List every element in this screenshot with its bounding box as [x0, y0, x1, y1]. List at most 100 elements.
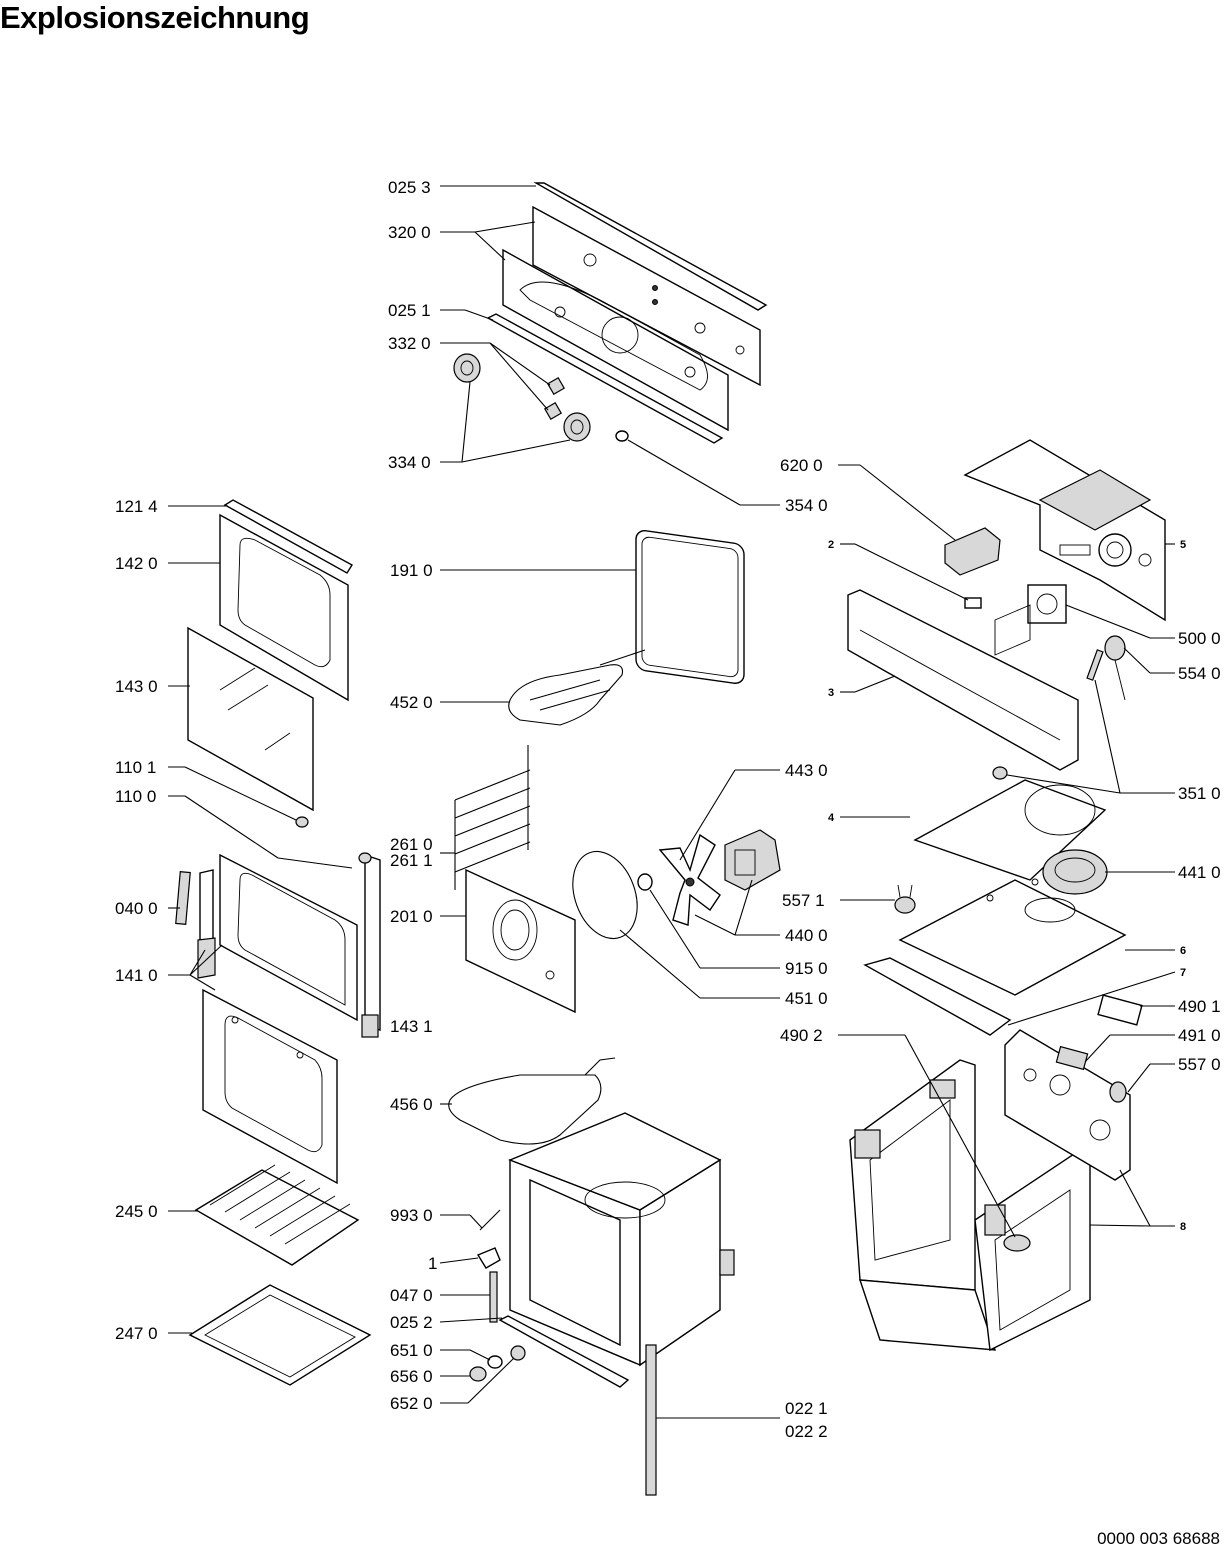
part-pin	[1086, 649, 1104, 681]
part-fan-nut	[637, 873, 653, 891]
label-0221: 022 1	[785, 1399, 828, 1418]
label-2470: 247 0	[115, 1324, 158, 1343]
part-hinge-pin	[489, 1271, 498, 1323]
part-side-rail	[645, 1344, 657, 1496]
label-1100: 110 0	[115, 787, 156, 806]
label-3510: 351 0	[1178, 784, 1221, 803]
label-5570: 557 0	[1178, 1055, 1221, 1074]
label-2611: 261 1	[390, 851, 433, 870]
part-terminal-block	[1097, 994, 1143, 1026]
label-5000: 500 0	[1178, 629, 1221, 648]
part-knob-base	[510, 1345, 526, 1361]
label-0252: 025 2	[390, 1313, 433, 1332]
parts-drawing	[175, 182, 1166, 1496]
part-rear-housing	[963, 439, 1166, 622]
part-knob-cap	[469, 1366, 487, 1382]
label-4410: 441 0	[1178, 863, 1221, 882]
label-0222: 022 2	[785, 1422, 828, 1441]
part-door-seal	[635, 529, 745, 684]
label-0251: 025 1	[388, 301, 431, 320]
part-control-panel-front	[502, 248, 729, 432]
label-0400: 040 0	[115, 899, 158, 918]
part-front-strip	[498, 1315, 630, 1388]
part-bracket	[964, 597, 982, 609]
part-thermostat-small	[894, 884, 916, 914]
part-motor	[1027, 584, 1067, 624]
part-back-frame	[847, 589, 1079, 771]
label-4400: 440 0	[785, 926, 828, 945]
label-1910: 191 0	[390, 561, 433, 580]
part-top-strip	[533, 182, 768, 311]
label-1410: 141 0	[115, 966, 158, 985]
label-0470: 047 0	[390, 1286, 433, 1305]
label-6: 6	[1180, 945, 1186, 957]
label-4520: 452 0	[390, 693, 433, 712]
label-0253: 025 3	[388, 178, 431, 197]
part-hinge-clip	[295, 816, 309, 828]
part-thermostat	[1104, 635, 1126, 701]
part-knob-small	[487, 1355, 503, 1369]
part-door-frame	[197, 853, 381, 1031]
part-hinge-rod	[277, 857, 353, 869]
part-knob-left	[453, 353, 481, 383]
part-grill-rack	[194, 1164, 360, 1266]
part-indicator-lamp	[615, 430, 629, 442]
label-9930: 993 0	[390, 1206, 433, 1225]
part-door-top-trim	[223, 499, 353, 574]
label-2450: 245 0	[115, 1202, 158, 1221]
label-1: 1	[428, 1254, 437, 1273]
part-oven-cavity	[508, 1112, 735, 1367]
label-1214: 121 4	[115, 497, 158, 516]
part-fan	[658, 833, 721, 926]
part-ring-heater	[572, 850, 638, 940]
label-3200: 320 0	[388, 223, 431, 242]
part-bottom-heater	[448, 1057, 616, 1145]
label-6510: 651 0	[390, 1341, 433, 1360]
label-6520: 652 0	[390, 1394, 433, 1413]
label-3340: 334 0	[388, 453, 431, 472]
part-control-panel-back	[532, 205, 761, 387]
part-knob-shafts	[543, 376, 566, 421]
part-door-inner-glass	[187, 626, 314, 812]
label-4560: 456 0	[390, 1095, 433, 1114]
part-door-outer-glass	[219, 513, 349, 702]
part-cooling-fan	[1042, 849, 1108, 895]
part-outer-housing	[849, 1059, 1091, 1352]
label-3: 3	[828, 687, 834, 699]
label-4510: 451 0	[785, 989, 828, 1008]
part-safety-thermostat	[1109, 1081, 1127, 1103]
leader-lines	[168, 185, 1176, 1419]
label-5540: 554 0	[1178, 664, 1221, 683]
label-7: 7	[1180, 967, 1186, 979]
part-fan-housing	[913, 779, 1107, 881]
label-3320: 332 0	[388, 334, 431, 353]
label-5: 5	[1180, 539, 1186, 551]
part-inner-door	[202, 988, 338, 1185]
part-side-panel	[1004, 1029, 1131, 1181]
label-2: 2	[828, 539, 834, 551]
label-4910: 491 0	[1178, 1026, 1221, 1045]
label-1431: 143 1	[390, 1017, 433, 1036]
part-labels: 025 3 320 0 025 1 332 0 334 0 354 0 620 …	[115, 178, 1221, 1441]
label-4901: 490 1	[1178, 997, 1221, 1016]
label-6560: 656 0	[390, 1367, 433, 1386]
label-8: 8	[1180, 1221, 1186, 1233]
part-switch	[944, 527, 1001, 576]
part-air-duct	[863, 957, 1012, 1036]
part-screw	[479, 1209, 501, 1231]
label-5571: 557 1	[782, 891, 825, 910]
part-fan-cover	[465, 868, 576, 1014]
document-number: 0000 003 68688	[1097, 1529, 1220, 1548]
part-shelf-supports	[454, 745, 531, 890]
label-1101: 110 1	[115, 758, 156, 777]
part-door-clip	[361, 1014, 379, 1038]
part-lamp-socket	[992, 766, 1008, 780]
part-knob-right	[563, 412, 591, 442]
label-1430: 143 0	[115, 677, 158, 696]
page-title: Explosionszeichnung	[0, 0, 310, 35]
part-top-plate	[898, 878, 1127, 996]
part-baking-tray	[188, 1284, 372, 1386]
label-2010: 201 0	[390, 907, 433, 926]
part-clip	[476, 1247, 501, 1269]
